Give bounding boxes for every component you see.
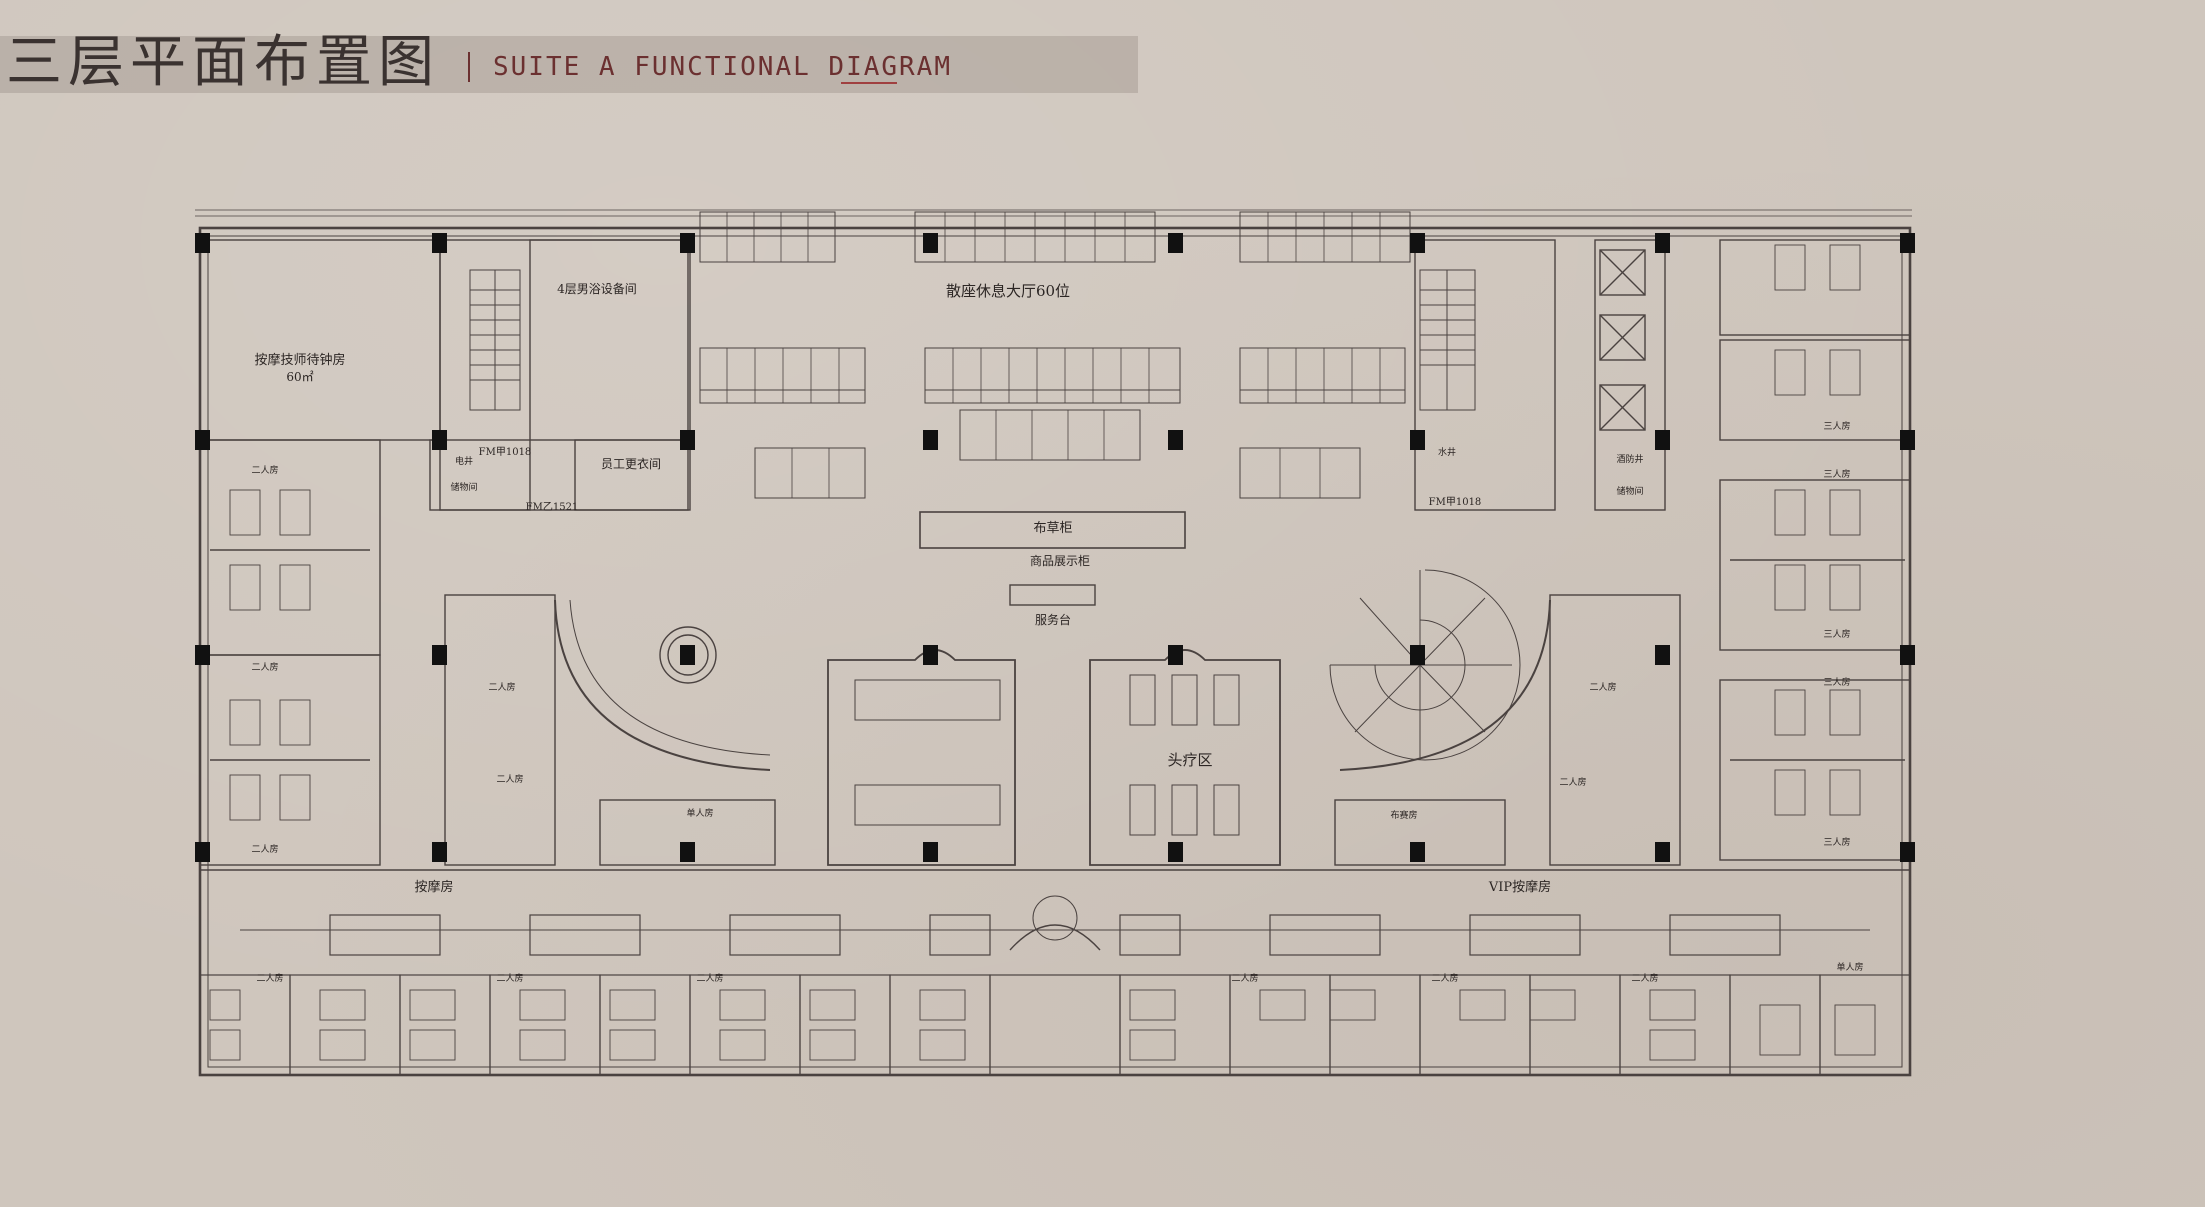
label-linen-cabinet: 布草柜 [1033, 521, 1072, 536]
right-room-3 [1719, 479, 1911, 651]
subtitle-underline [841, 82, 897, 84]
label-tech-wait: 按摩技师待钟房 [254, 352, 345, 368]
right-room-1 [1719, 239, 1911, 336]
label-double-room: 二人房 [1631, 972, 1658, 984]
label-liquor: 酒防井 [1616, 453, 1643, 465]
label-storage-left: 储物间 [450, 481, 477, 493]
title-band [0, 36, 1138, 93]
label-double-room: 二人房 [251, 464, 278, 476]
label-triple-room: 三人房 [1823, 836, 1850, 848]
head-therapy-pod [1089, 649, 1281, 866]
label-triple-room: 三人房 [1823, 468, 1850, 480]
label-single-room: 单人房 [686, 807, 713, 819]
right-room-2 [1719, 339, 1911, 441]
label-double-room: 二人房 [1559, 776, 1586, 788]
linen-cabinet [919, 511, 1186, 549]
label-fire-door-right: FM甲1018 [1429, 497, 1482, 508]
label-storage-right: 储物间 [1616, 485, 1643, 497]
title-separator [468, 52, 470, 82]
label-multi-room: 布赛房 [1390, 809, 1417, 821]
label-double-room: 二人房 [1431, 972, 1458, 984]
stair-left [469, 269, 521, 411]
label-head-therapy: 头疗区 [1167, 751, 1212, 769]
service-desk [1009, 584, 1096, 606]
label-vip-massage-rooms: VIP按摩房 [1488, 879, 1551, 895]
label-double-room: 二人房 [251, 661, 278, 673]
right-room-4 [1719, 679, 1911, 861]
tech-wait-room [199, 239, 441, 441]
label-staff-locker: 员工更衣间 [601, 456, 661, 471]
label-electrical: 电井 [455, 455, 473, 467]
label-double-room: 二人房 [256, 972, 283, 984]
label-fire-door-left: FM甲1018 [479, 447, 532, 458]
label-triple-room: 三人房 [1823, 420, 1850, 432]
label-massage-rooms: 按摩房 [414, 879, 453, 895]
equipment-room [529, 239, 691, 441]
left-room-2 [199, 654, 381, 866]
label-double-room: 二人房 [488, 681, 515, 693]
label-double-room: 二人房 [496, 773, 523, 785]
spiral-stair [1329, 569, 1521, 761]
structural-columns [195, 233, 1915, 862]
staff-locker-room [574, 439, 691, 511]
label-triple-room: 三人房 [1823, 676, 1850, 688]
curved-wall-left [554, 599, 771, 771]
outer-wall [198, 226, 1912, 1077]
label-mens-bath-equip: 4层男浴设备间 [557, 282, 637, 296]
label-double-room: 二人房 [696, 972, 723, 984]
label-double-room: 二人房 [496, 972, 523, 984]
label-display-cabinet: 商品展示柜 [1030, 553, 1090, 568]
curved-wall-right [1339, 599, 1551, 771]
elevators [1599, 249, 1646, 431]
label-triple-room: 三人房 [1823, 628, 1850, 640]
massage-pod-center [827, 649, 1016, 866]
label-service-desk: 服务台 [1035, 612, 1071, 627]
label-tech-wait-area: 60㎡ [286, 370, 313, 384]
stair-right [1419, 269, 1476, 411]
label-lounge: 散座休息大厅60位 [946, 282, 1070, 300]
page-title: 三层平面布置图 [6, 30, 440, 95]
left-room-1 [199, 439, 381, 656]
label-double-room: 二人房 [251, 843, 278, 855]
label-fire-door-mid: FM乙1521 [526, 501, 579, 513]
label-double-room: 二人房 [1231, 972, 1258, 984]
bottom-rooms [199, 914, 1911, 1076]
lounge-seating [699, 211, 1411, 499]
label-water-well: 水井 [1438, 446, 1456, 458]
label-single-room: 单人房 [1836, 961, 1863, 973]
page-subtitle: SUITE A FUNCTIONAL DIAGRAM [493, 52, 952, 82]
label-double-room: 二人房 [1589, 681, 1616, 693]
